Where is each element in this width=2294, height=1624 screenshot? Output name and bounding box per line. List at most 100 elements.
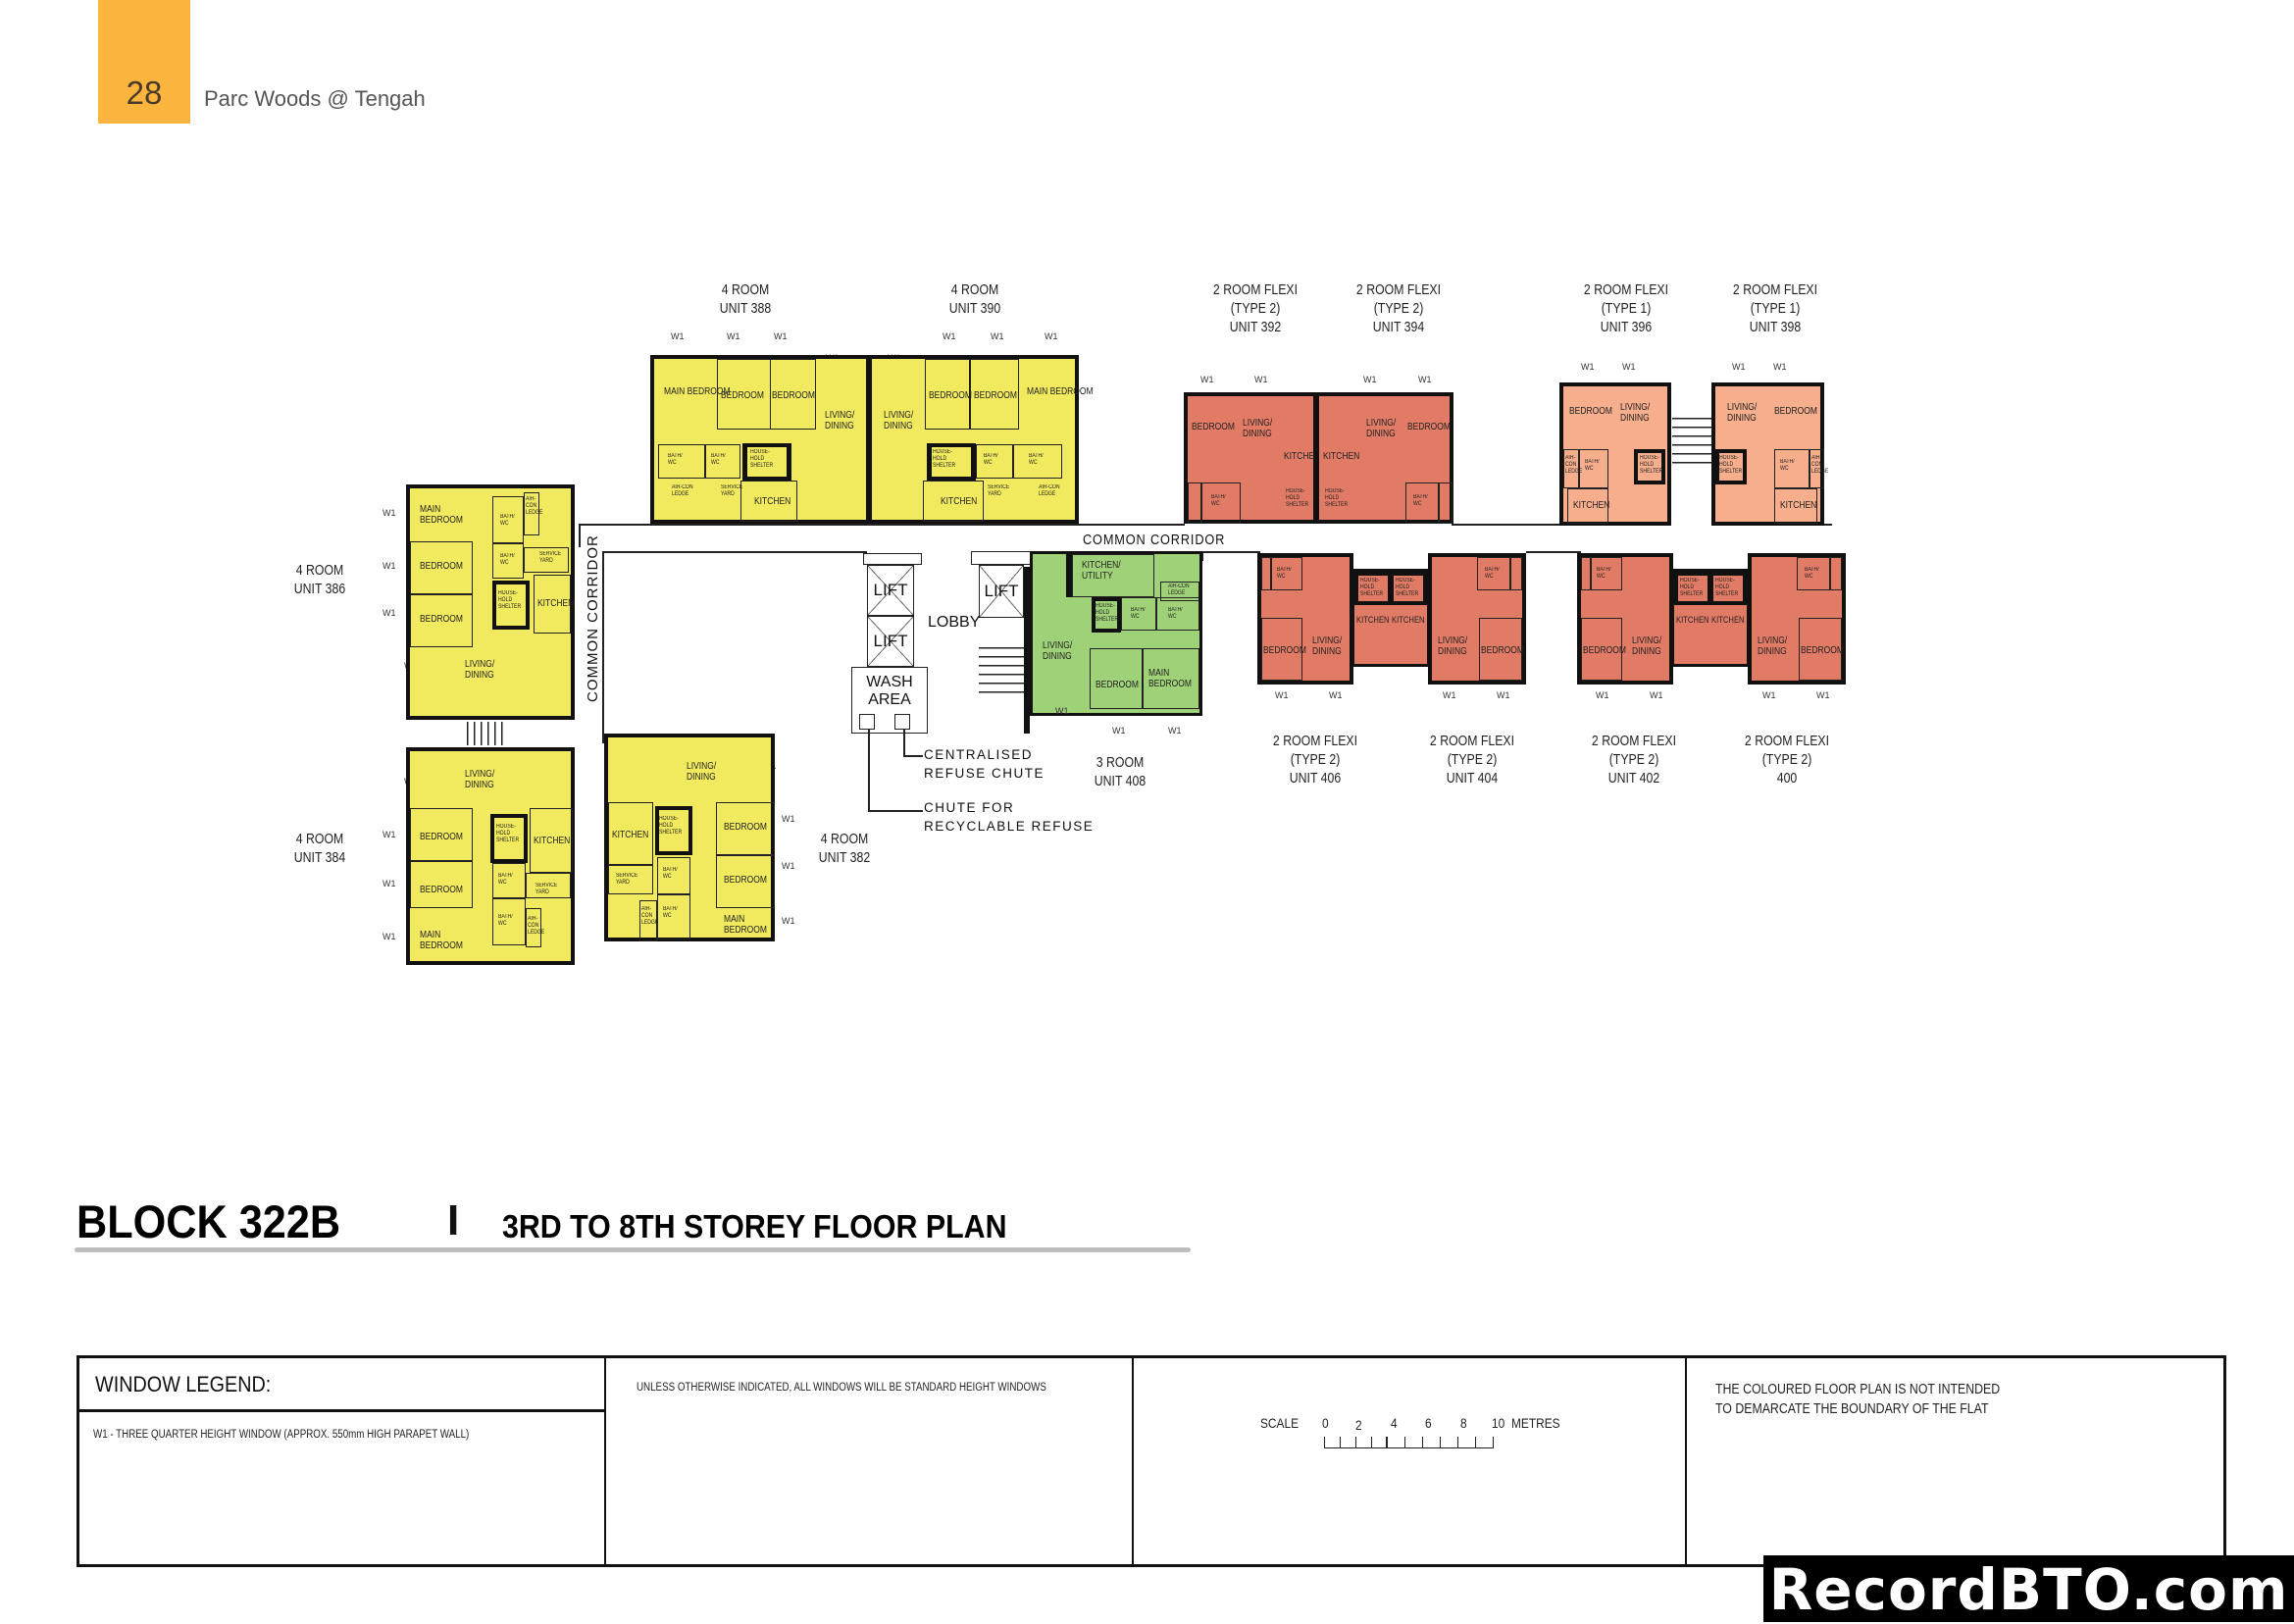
- room-label: AIR-CON LEDGE: [528, 916, 545, 936]
- room-label: LIVING/ DINING: [1243, 418, 1273, 439]
- floor-plan-subtitle: 3RD TO 8TH STOREY FLOOR PLAN: [502, 1208, 1007, 1244]
- lift-1: LIFT: [867, 565, 914, 616]
- scale-bar: [1404, 1437, 1422, 1448]
- room-label: BEDROOM: [420, 614, 463, 625]
- window-tag: W1: [1112, 726, 1126, 736]
- unit-type: 2 ROOM FLEXI: [1272, 733, 1358, 749]
- room-aircon: [1160, 582, 1199, 601]
- window-tag: W1: [1363, 375, 1377, 384]
- room-label: BATH/ WC: [498, 873, 513, 886]
- window-tag: W1: [782, 861, 795, 871]
- room-aircon: [1261, 557, 1271, 590]
- room-bedroom: [410, 541, 473, 594]
- room-label: BEDROOM: [724, 822, 767, 833]
- corridor-line: [1201, 551, 1260, 553]
- room-label: BATH/ WC: [1597, 567, 1611, 580]
- unit-402[interactable]: BATH/ WC BEDROOM LIVING/ DINING: [1577, 553, 1673, 685]
- corridor-line: [602, 551, 604, 743]
- corridor-line: [602, 551, 867, 553]
- room-label: AIR-CON LEDGE: [1168, 584, 1190, 596]
- unit-number: UNIT 406: [1289, 770, 1342, 787]
- room-label: MAIN BEDROOM: [420, 930, 463, 951]
- unit-390[interactable]: LIVING/ DINING BEDROOM BEDROOM MAIN BEDR…: [868, 355, 1094, 524]
- unit-label-398: 2 ROOM FLEXI (TYPE 1) UNIT 398: [1727, 280, 1823, 336]
- unit-number: UNIT 394: [1372, 319, 1425, 335]
- window-tag: W1: [782, 916, 795, 926]
- unit-392[interactable]: BEDROOM LIVING/ DINING KITCHEN BATH/ WC …: [1184, 392, 1320, 524]
- unit-386[interactable]: MAIN BEDROOM BEDROOM BEDROOM BATH/ WC BA…: [406, 484, 575, 720]
- unit-label-396: 2 ROOM FLEXI (TYPE 1) UNIT 396: [1578, 280, 1674, 336]
- room-bath: [657, 857, 690, 894]
- window-tag: W1: [1275, 690, 1289, 700]
- room-label: SERVICE YARD: [616, 873, 638, 886]
- room-label: BEDROOM: [420, 885, 463, 895]
- unit-408[interactable]: KITCHEN/ UTILITY AIR-CON LEDGE HOUSE- HO…: [1030, 551, 1202, 716]
- core-wall: [1024, 567, 1030, 734]
- room-label: SERVICE YARD: [721, 484, 743, 497]
- unit-394[interactable]: KITCHEN LIVING/ DINING BEDROOM HOUSE- HO…: [1315, 392, 1453, 524]
- unit-404[interactable]: BATH/ WC LIVING/ DINING BEDROOM: [1428, 553, 1526, 685]
- wash-area: WASH AREA: [851, 667, 928, 734]
- lift-label: LIFT: [984, 582, 1019, 600]
- unit-type: 4 ROOM: [820, 831, 869, 847]
- unit-label-384: 4 ROOM UNIT 384: [287, 830, 352, 867]
- legend-column-divider: [1132, 1358, 1134, 1564]
- room-bath: [1156, 597, 1199, 631]
- window-tag: W1: [382, 508, 396, 518]
- unit-384[interactable]: LIVING/ DINING BEDROOM BEDROOM MAIN BEDR…: [406, 747, 575, 965]
- room-bath: [1271, 557, 1302, 590]
- window-tag: W1: [671, 331, 685, 341]
- unit-382[interactable]: LIVING/ DINING BEDROOM BEDROOM MAIN BEDR…: [604, 734, 775, 941]
- lift-shaft-top: [863, 553, 922, 565]
- shelter-fill: [494, 818, 524, 859]
- room-label: BATH/ WC: [663, 906, 678, 919]
- unit-number: UNIT 408: [1094, 773, 1147, 789]
- unit-type: 2 ROOM FLEXI: [1429, 733, 1515, 749]
- window-tag: W1: [1773, 362, 1787, 372]
- room-label: LIVING/ DINING: [1632, 635, 1662, 657]
- corridor-line: [579, 524, 1185, 526]
- unit-400[interactable]: BATH/ WC LIVING/ DINING BEDROOM: [1748, 553, 1846, 685]
- room-bedroom: [1799, 618, 1842, 681]
- room-label: BEDROOM: [1192, 422, 1235, 432]
- window-tag: W1: [1762, 690, 1776, 700]
- room-label: BEDROOM: [1801, 645, 1844, 656]
- unit-label-388: 4 ROOM UNIT 388: [697, 280, 793, 318]
- unit-number: UNIT 390: [948, 300, 1001, 317]
- shelter-fill: [1719, 453, 1743, 481]
- title-underline: [75, 1247, 1191, 1252]
- unit-406[interactable]: BATH/ WC BEDROOM LIVING/ DINING: [1257, 553, 1353, 685]
- room-label: BEDROOM: [1407, 422, 1451, 432]
- unit-label-406: 2 ROOM FLEXI (TYPE 2) UNIT 406: [1267, 732, 1363, 787]
- unit-398[interactable]: LIVING/ DINING BEDROOM HOUSE- HOLD SHELT…: [1711, 382, 1828, 526]
- unit-subtype: (TYPE 1): [1750, 300, 1801, 317]
- title-separator: I: [447, 1196, 460, 1244]
- window-legend-title: WINDOW LEGEND:: [95, 1372, 272, 1396]
- room-bedroom: [716, 855, 775, 908]
- unit-388[interactable]: MAIN BEDROOM BEDROOM BEDROOM LIVING/ DIN…: [650, 355, 870, 524]
- unit-number: UNIT 398: [1749, 319, 1802, 335]
- room-aircon: [639, 900, 657, 941]
- scale-tick: 10: [1492, 1415, 1505, 1431]
- unit-396[interactable]: BEDROOM LIVING/ DINING AIR-CON LEDGE BAT…: [1559, 382, 1671, 526]
- room-label: BEDROOM: [1774, 406, 1817, 417]
- unit-label-408: 3 ROOM UNIT 408: [1080, 753, 1160, 790]
- unit-number: UNIT 388: [719, 300, 772, 317]
- room-label: SERVICE YARD: [988, 484, 1010, 497]
- unit-type: 4 ROOM: [295, 562, 344, 579]
- room-label: LIVING/ DINING: [465, 659, 495, 681]
- room-label: LIVING/ DINING: [465, 769, 495, 790]
- scale-bar: [1457, 1437, 1475, 1448]
- window-tag: W1: [1200, 375, 1214, 384]
- room-label: KITCHEN: [1711, 615, 1745, 625]
- room-label: BATH/ WC: [1585, 459, 1600, 472]
- page-number-box: [98, 0, 190, 124]
- room-label: HOUSE- HOLD SHELTER: [750, 449, 774, 469]
- recycle-chute: [894, 714, 910, 730]
- callout-line: [868, 730, 870, 810]
- unit-406-404-kitchens: HOUSE- HOLD SHELTER HOUSE- HOLD SHELTER …: [1351, 569, 1430, 667]
- room-aircon: [526, 908, 541, 947]
- room-label: KITCHEN: [612, 830, 649, 840]
- room-label: BATH/ WC: [984, 453, 998, 466]
- callout-text: CHUTE FOR: [924, 800, 1015, 815]
